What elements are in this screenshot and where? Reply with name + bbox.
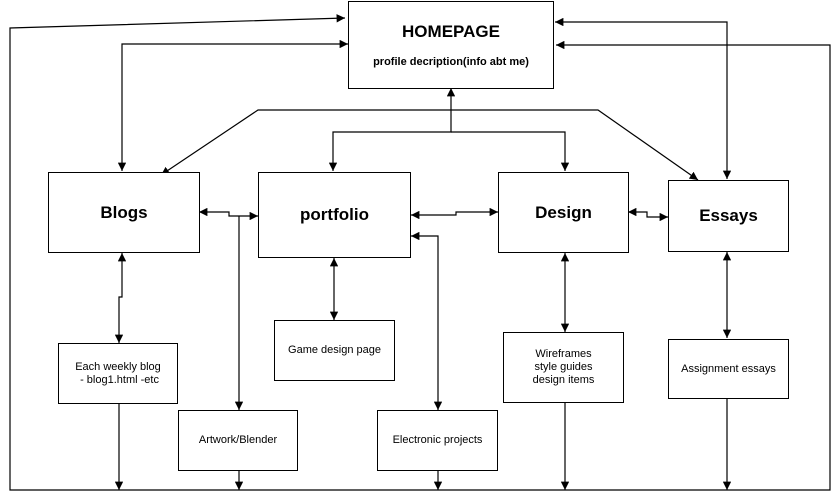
blogs-title: Blogs <box>100 202 148 222</box>
homepage-blogs-connector <box>117 39 348 171</box>
essays-node: Essays <box>668 180 789 252</box>
artwork-node: Artwork/Blender <box>178 410 298 471</box>
artwork-title: Artwork/Blender <box>198 434 278 446</box>
homepage-spread-connector <box>328 88 456 171</box>
homepage-design-connector <box>451 131 570 171</box>
electronic-title: Electronic projects <box>392 434 483 446</box>
homepage-node: HOMEPAGE profile decription(info abt me) <box>348 1 554 89</box>
portfolio-design-connector <box>411 207 498 220</box>
blogs-node: Blogs <box>48 172 200 253</box>
electronic-node: Electronic projects <box>377 410 498 471</box>
assignment-essays-title: Assignment essays <box>681 362 776 375</box>
design-title: Design <box>535 202 592 222</box>
diagonal-to-blogs <box>160 109 451 176</box>
game-design-node: Game design page <box>274 320 395 381</box>
weekly-blog-node: Each weekly blog - blog1.html -etc <box>58 343 178 404</box>
homepage-essays-connector <box>555 17 732 179</box>
game-design-title: Game design page <box>288 344 381 356</box>
design-essays-connector <box>628 207 668 222</box>
homepage-subtitle: profile decription(info abt me) <box>373 56 529 68</box>
outer-frame-left <box>9 14 831 491</box>
diagonal-to-essays <box>451 109 699 181</box>
homepage-title: HOMEPAGE <box>402 22 500 41</box>
portfolio-title: portfolio <box>300 205 369 224</box>
weekly-blog-line-1: Each weekly blog <box>75 360 161 373</box>
blogs-weekly-connector <box>114 252 127 343</box>
weekly-blog-line-2: - blog1.html -etc <box>77 373 159 386</box>
design-node: Design <box>498 172 629 253</box>
wireframes-line-1: Wireframes <box>535 348 592 360</box>
essays-title: Essays <box>699 206 758 225</box>
wireframes-line-3: design items <box>532 374 595 386</box>
electronic-connector <box>411 231 443 410</box>
blogs-portfolio-connector <box>199 207 258 221</box>
wireframes-line-2: style guides <box>534 361 593 373</box>
wireframes-node: Wireframes style guides design items <box>503 332 624 403</box>
portfolio-node: portfolio <box>258 172 411 258</box>
assignment-essays-node: Assignment essays <box>668 339 789 399</box>
